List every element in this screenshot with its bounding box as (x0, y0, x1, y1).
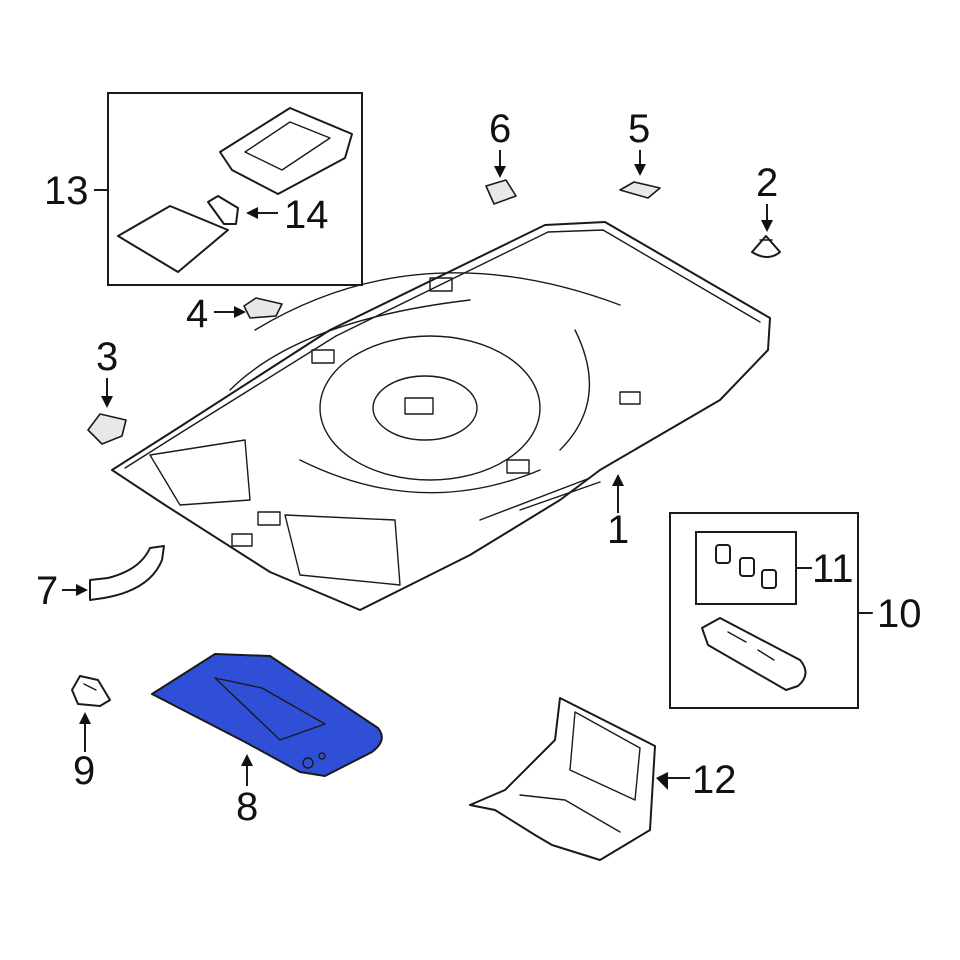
callout-7: 7 (36, 569, 58, 613)
dome-lamp-housing-part-13[interactable] (219, 107, 353, 195)
bulbs-part-11[interactable] (715, 544, 777, 589)
pad-part-3[interactable] (87, 413, 127, 445)
group-box-10 (669, 512, 859, 709)
callout-1: 1 (607, 508, 629, 552)
callout-2: 2 (756, 161, 778, 205)
callout-13: 13 (44, 169, 89, 213)
clip-part-9[interactable] (71, 675, 111, 707)
sun-visor-part-8[interactable] (151, 653, 383, 777)
callout-8: 8 (236, 785, 258, 829)
arrowheads (76, 164, 773, 790)
callout-4: 4 (186, 292, 208, 336)
callout-14: 14 (284, 193, 329, 237)
sun-visor-fill (151, 653, 383, 777)
bracket-part-7[interactable] (89, 545, 165, 601)
callout-11: 11 (812, 547, 854, 591)
callout-3: 3 (96, 335, 118, 379)
pad-part-5[interactable] (619, 181, 661, 199)
pad-part-4[interactable] (243, 297, 283, 319)
callout-9: 9 (73, 749, 95, 793)
bulb-part-14[interactable] (207, 195, 239, 225)
clip-part-2[interactable] (751, 235, 781, 258)
block-part-6[interactable] (485, 179, 517, 205)
callout-10: 10 (877, 592, 922, 636)
bracket-part-12[interactable] (469, 697, 656, 861)
callout-12: 12 (692, 758, 737, 802)
callout-6: 6 (489, 107, 511, 151)
lamp-part-10[interactable] (701, 617, 807, 691)
lens-part-13[interactable] (117, 205, 229, 273)
callout-5: 5 (628, 107, 650, 151)
headliner-part[interactable] (111, 221, 771, 611)
